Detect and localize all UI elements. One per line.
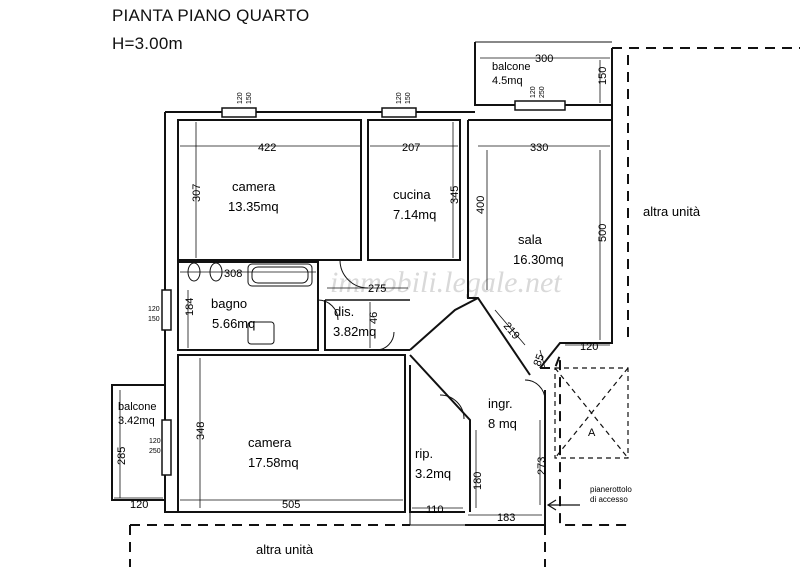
dim-505: 505 [282, 499, 300, 511]
dimension-lines [114, 57, 610, 516]
watermark: immobili.legale.net [330, 266, 562, 299]
win2-a: 120 [396, 92, 403, 104]
label-di-accesso: di accesso [590, 495, 628, 504]
win2-b: 150 [405, 92, 412, 104]
room-ingr-name: ingr. [488, 396, 513, 411]
win5-a: 120 [149, 438, 161, 445]
room-ingr-area: 8 mq [488, 416, 517, 431]
room-dis-area: 3.82mq [333, 324, 376, 339]
window-cucina [381, 107, 417, 118]
stair-mark-a: A [588, 427, 596, 439]
dim-273: 273 [536, 457, 548, 475]
room-camera1-outline [177, 119, 362, 261]
win4-b: 150 [148, 316, 160, 323]
room-balcone-left-area: 3.42mq [118, 415, 155, 427]
room-dis-name: dis. [334, 304, 354, 319]
room-sala-outline [468, 119, 613, 369]
dim-275: 275 [368, 283, 386, 295]
stair-area [554, 367, 629, 459]
dim-500: 500 [597, 224, 609, 242]
dim-184: 184 [184, 298, 196, 316]
room-sala-name: sala [518, 232, 543, 247]
dim-300: 300 [535, 53, 553, 65]
room-camera2-outline [177, 354, 406, 513]
dim-85: 85 [532, 352, 547, 368]
room-camera1-name: camera [232, 179, 276, 194]
win4-a: 120 [148, 306, 160, 313]
room-bagno-name: bagno [211, 296, 247, 311]
balcony-left-outline [111, 384, 165, 501]
window-bagno [161, 289, 172, 331]
room-rip-name: rip. [415, 446, 433, 461]
dim-285: 285 [116, 447, 128, 465]
room-bagno-area: 5.66mq [212, 316, 255, 331]
dim-120-sala: 120 [580, 341, 598, 353]
dim-183: 183 [497, 512, 515, 524]
dim-110: 110 [426, 504, 444, 516]
room-camera2-name: camera [248, 435, 292, 450]
room-bagno-outline [177, 261, 319, 351]
label-pianerottolo: pianerottolo [590, 485, 632, 494]
room-balcone-top-name: balcone [492, 61, 531, 73]
win3-b: 250 [539, 86, 546, 98]
win1-b: 150 [246, 92, 253, 104]
bathtub-icon [247, 263, 313, 287]
room-camera2-area: 17.58mq [248, 455, 299, 470]
dim-150-balcony: 150 [597, 67, 609, 85]
sink-icon [247, 321, 275, 345]
dim-348: 348 [195, 422, 207, 440]
dim-308: 308 [224, 268, 242, 280]
dim-345: 345 [449, 186, 461, 204]
win5-b: 250 [149, 448, 161, 455]
label-altra-unita-bottom: altra unità [256, 542, 314, 557]
bathroom-fixtures [187, 262, 313, 345]
room-sala-area: 16.30mq [513, 252, 564, 267]
win1-a: 120 [237, 92, 244, 104]
room-rip-area: 3.2mq [415, 466, 451, 481]
plan-height: H=3.00m [112, 34, 183, 53]
room-cucina-outline [367, 119, 461, 261]
room-balcone-top-area: 4.5mq [492, 75, 523, 87]
dim-307: 307 [191, 184, 203, 202]
dim-207: 207 [402, 142, 420, 154]
entrance-arrow-icon [546, 499, 580, 511]
dim-120-balcony: 120 [130, 499, 148, 511]
plan-title: PIANTA PIANO QUARTO [112, 6, 310, 25]
dim-180: 180 [472, 472, 484, 490]
dim-46: 46 [368, 312, 380, 324]
dim-219: 219 [501, 320, 522, 342]
win3-a: 120 [530, 86, 537, 98]
dim-330: 330 [530, 142, 548, 154]
window-camera2 [161, 419, 172, 476]
dim-400: 400 [475, 196, 487, 214]
dim-422: 422 [258, 142, 276, 154]
window-camera1 [221, 107, 257, 118]
room-balcone-left-name: balcone [118, 401, 157, 413]
room-camera1-area: 13.35mq [228, 199, 279, 214]
window-sala [514, 100, 566, 111]
room-cucina-name: cucina [393, 187, 431, 202]
room-cucina-area: 7.14mq [393, 207, 436, 222]
label-altra-unita-right: altra unità [643, 204, 701, 219]
